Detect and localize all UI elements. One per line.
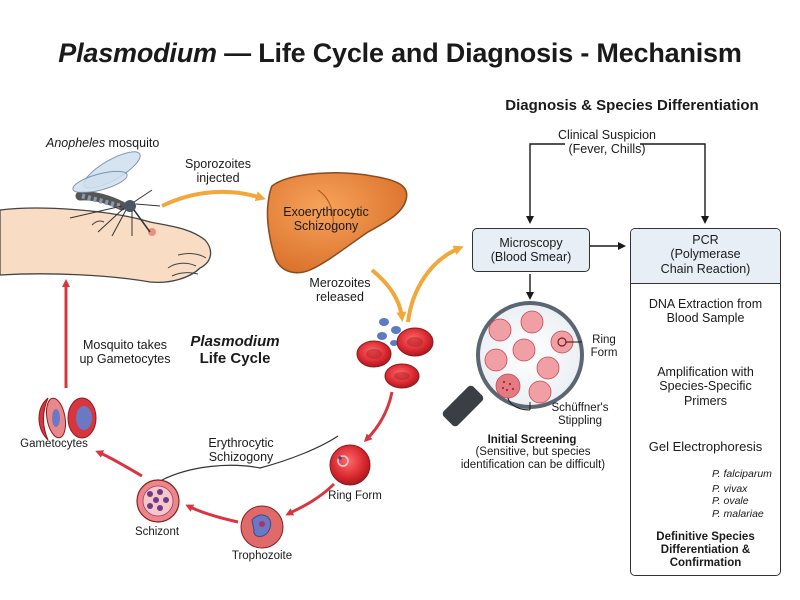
blood-smear-magnifier bbox=[442, 301, 584, 427]
pcr-title: PCR (Polymerase Chain Reaction) bbox=[660, 233, 751, 276]
gametocytes-cells bbox=[38, 397, 97, 441]
initial-screening-title: Initial Screening bbox=[487, 434, 577, 446]
trophozoite-cell bbox=[240, 505, 284, 549]
merozoite-arrow bbox=[370, 268, 407, 322]
dna-extraction-step: DNA Extraction from Blood Sample bbox=[648, 297, 763, 326]
trophozoite-label: Trophozoite bbox=[231, 550, 293, 562]
definitive-result: Definitive Species Differentiation & Con… bbox=[656, 531, 755, 570]
species-ovale: P. ovale bbox=[712, 495, 749, 507]
gametocytes-label: Gametocytes bbox=[20, 438, 88, 450]
merozoites-label: Merozoites released bbox=[309, 276, 371, 304]
clinical-suspicion: Clinical Suspicion (Fever, Chills) bbox=[558, 128, 656, 156]
species-malariae: P. malariae bbox=[712, 508, 764, 520]
red-blood-cells bbox=[356, 327, 434, 389]
mosquito-illustration bbox=[69, 151, 161, 237]
cycle-arrows bbox=[62, 279, 394, 524]
species-falciparum: P. falciparum bbox=[712, 468, 772, 480]
schizont-label: Schizont bbox=[134, 526, 180, 538]
microscopy-label: Microscopy (Blood Smear) bbox=[490, 236, 572, 265]
human-arm bbox=[0, 207, 212, 284]
pcr-header: PCR (Polymerase Chain Reaction) bbox=[631, 229, 780, 284]
schizont-cell bbox=[136, 479, 180, 523]
species-vivax: P. vivax bbox=[712, 483, 748, 495]
pcr-panel: PCR (Polymerase Chain Reaction) DNA Extr… bbox=[630, 228, 781, 576]
erythrocytic-label: Erythrocytic Schizogony bbox=[208, 436, 274, 464]
mosquito-label: Anopheles mosquito bbox=[46, 136, 160, 150]
ring-form-cell bbox=[329, 444, 371, 486]
gel-electrophoresis-step: Gel Electrophoresis bbox=[648, 439, 763, 454]
smear-ring-form-label: Ring Form bbox=[590, 334, 618, 359]
initial-screening-note: (Sensitive, but species identification c… bbox=[460, 446, 606, 471]
diagnosis-heading: Diagnosis & Species Differentiation bbox=[505, 97, 759, 114]
merozoites bbox=[377, 318, 401, 346]
schizogony-brace bbox=[161, 435, 339, 481]
microscopy-box: Microscopy (Blood Smear) bbox=[472, 228, 590, 272]
sporozoites-label: Sporozoites injected bbox=[184, 157, 251, 185]
amplification-step: Amplification with Species-Specific Prim… bbox=[657, 365, 754, 408]
page-title: Plasmodium — Life Cycle and Diagnosis - … bbox=[58, 38, 742, 68]
sporozoite-arrow bbox=[161, 189, 266, 208]
ring-form-label: Ring Form bbox=[328, 490, 382, 502]
schuffner-label: Schüffner's Stippling bbox=[551, 402, 609, 427]
mosquito-takes-label: Mosquito takes up Gametocytes bbox=[79, 338, 171, 366]
liver-stage-label: Exoerythrocytic Schizogony bbox=[283, 205, 369, 233]
to-microscopy-arrow bbox=[406, 245, 464, 323]
liver-illustration bbox=[266, 172, 408, 274]
